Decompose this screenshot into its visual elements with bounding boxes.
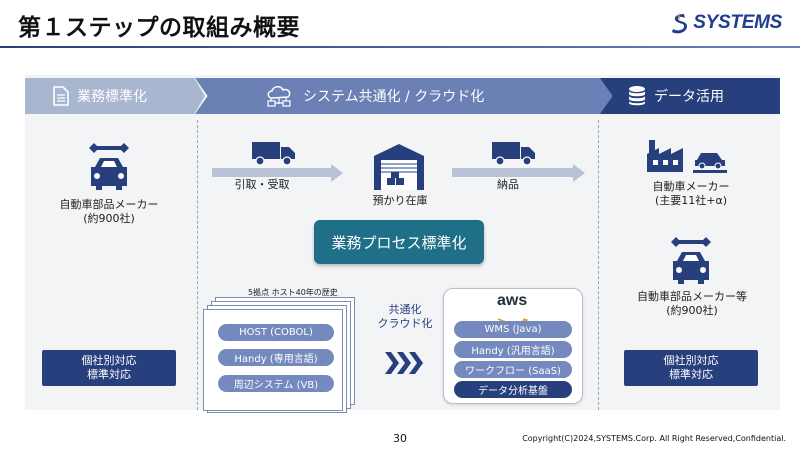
truck-icon xyxy=(492,140,536,170)
car-lift-icon xyxy=(693,150,729,180)
right-box-line2: 標準対応 xyxy=(669,368,713,381)
document-icon xyxy=(53,86,69,106)
phase-label: 業務標準化 xyxy=(77,89,147,105)
right-customer2-name: 自動車部品メーカー等 xyxy=(637,290,747,303)
migration-line1: 共通化 xyxy=(388,303,422,316)
phase-label: システム共通化 / クラウド化 xyxy=(303,89,485,105)
flow-arrow xyxy=(212,168,332,177)
aws-logo: aws xyxy=(497,292,528,309)
flow-arrow xyxy=(452,168,574,177)
logo-text: SYSTEMS xyxy=(693,12,782,33)
right-customer1-name: 自動車メーカー xyxy=(652,180,730,193)
cloud-item: データ分析基盤 xyxy=(454,381,572,398)
phase-data-utilization: データ活用 xyxy=(600,78,780,114)
company-logo: SYSTEMS xyxy=(670,12,782,34)
right-support-box: 個社別対応 標準対応 xyxy=(624,350,758,386)
phase-system-cloud: システム共通化 / クラウド化 xyxy=(195,78,617,114)
right-box-line1: 個社別対応 xyxy=(663,354,719,367)
page-title: 第１ステップの取組み概要 xyxy=(18,15,300,41)
legacy-item: Handy (専用言語) xyxy=(218,349,334,366)
legacy-item: HOST (COBOL) xyxy=(218,324,334,341)
step-storage-label: 預かり在庫 xyxy=(372,194,428,207)
title-divider xyxy=(0,46,800,48)
legacy-caption: 5拠点 ホスト40年の歴史 xyxy=(248,288,338,297)
flow-arrow-head xyxy=(573,164,585,182)
car-repair-icon xyxy=(86,140,132,200)
copyright-notice: Copyright(C)2024,SYSTEMS.Corp. All Right… xyxy=(522,434,786,443)
warehouse-icon xyxy=(373,142,425,196)
step-delivery-label: 納品 xyxy=(497,178,519,191)
migrate-arrows-icon xyxy=(385,352,425,378)
factory-icon xyxy=(645,138,695,178)
cloud-item: Handy (汎用言語) xyxy=(454,341,572,358)
column-divider xyxy=(197,120,198,410)
database-icon xyxy=(628,85,646,107)
column-divider xyxy=(598,120,599,410)
step-pickup-label: 引取・受取 xyxy=(234,178,290,191)
migration-line2: クラウド化 xyxy=(377,317,433,330)
left-customer-name: 自動車部品メーカー xyxy=(59,198,159,211)
left-support-box: 個社別対応 標準対応 xyxy=(42,350,176,386)
car-repair-icon xyxy=(668,234,714,294)
truck-icon xyxy=(252,140,296,170)
left-customer-count: (約900社) xyxy=(83,212,135,225)
legacy-item: 周辺システム (VB) xyxy=(218,375,334,392)
process-standardization-badge: 業務プロセス標準化 xyxy=(314,220,484,264)
logo-mark-icon xyxy=(672,12,688,34)
cloud-item: ワークフロー (SaaS) xyxy=(454,361,572,378)
left-box-line1: 個社別対応 xyxy=(81,354,137,367)
cloud-item: WMS (Java) xyxy=(454,321,572,338)
cloud-network-icon xyxy=(265,84,295,108)
right-customer-parts: 自動車部品メーカー等 (約900社) xyxy=(620,290,764,318)
phase-business-standardization: 業務標準化 xyxy=(25,78,205,114)
right-customer2-count: (約900社) xyxy=(666,304,718,317)
left-box-line2: 標準対応 xyxy=(87,368,131,381)
right-customer-oem: 自動車メーカー (主要11社+α) xyxy=(624,180,758,208)
page-number: 30 xyxy=(393,432,407,445)
flow-arrow-head xyxy=(331,164,343,182)
phase-label: データ活用 xyxy=(654,89,724,105)
migration-label: 共通化 クラウド化 xyxy=(370,303,440,331)
left-customer: 自動車部品メーカー (約900社) xyxy=(46,198,172,226)
right-customer1-count: (主要11社+α) xyxy=(654,194,728,207)
